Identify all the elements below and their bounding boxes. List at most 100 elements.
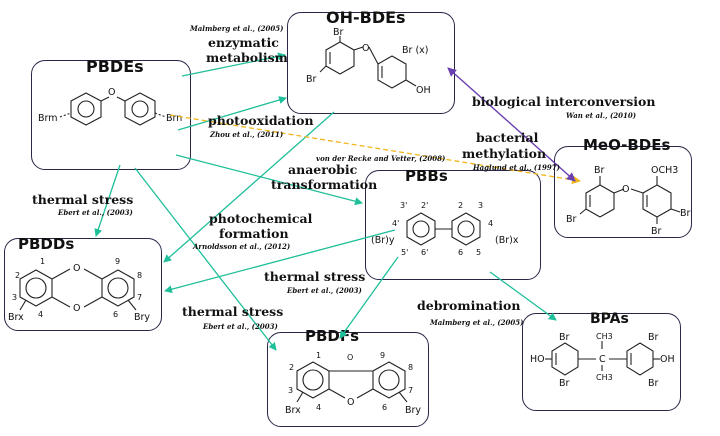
arrow-ohbdes-meobdes-interconversion	[447, 67, 576, 182]
pbdd-bry: Bry	[134, 312, 150, 323]
arrow-pbbs-to-pbdds	[164, 229, 396, 294]
citation-malmberg-2005-b: Malmberg et al., (2005)	[430, 318, 524, 327]
oh-bde-br-bottom: Br	[306, 74, 317, 85]
pbb-brx: (Br)x	[495, 235, 519, 246]
bpa-br-tr: Br	[648, 332, 659, 343]
pbdf-pos-7: 7	[408, 386, 413, 395]
pbdf-pos-1: 1	[316, 351, 321, 360]
label-photooxidation: photooxidation	[208, 113, 314, 128]
oh-bdes-title: OH-BDEs	[326, 8, 406, 27]
pbdf-pos-2: 2	[289, 363, 294, 372]
label-methylation: methylation	[462, 146, 547, 161]
pbdes-title: PBDEs	[86, 57, 144, 76]
pbdf-bry: Bry	[405, 405, 421, 416]
pbde-brn: Brn	[166, 113, 182, 124]
pbdf-brx: Brx	[285, 405, 301, 416]
meo-bdes-title: MeO-BDEs	[583, 136, 671, 154]
pbdf-pos-6: 6	[382, 403, 387, 412]
citation-vonderrecke-2008: von der Recke and Vetter, (2008)	[316, 154, 446, 163]
pbdf-structure	[296, 361, 408, 403]
pbb-pos-2p: 2'	[421, 201, 428, 210]
bpa-ho: HO	[530, 354, 545, 365]
label-transformation: transformation	[271, 177, 378, 192]
pbb-pos-5: 5	[476, 248, 481, 257]
pbdd-structure	[19, 268, 137, 311]
pbdes-box	[31, 60, 191, 170]
bpa-br-bl: Br	[559, 378, 570, 389]
citation-arnoldsson-2012: Arnoldsson et al., (2012)	[193, 242, 291, 251]
label-biological-interconversion: biological interconversion	[472, 94, 656, 109]
pbb-bry: (Br)y	[371, 235, 395, 246]
label-thermal-stress-1: thermal stress	[32, 192, 134, 207]
pbdf-pos-9: 9	[380, 351, 385, 360]
pbb-pos-3: 3	[478, 201, 483, 210]
pbb-pos-4p: 4'	[392, 219, 399, 228]
meo-bde-structure	[579, 176, 681, 224]
arrow-pbbs-to-bpas	[489, 271, 557, 321]
pbb-pos-4: 4	[488, 219, 493, 228]
pbde-o: O	[108, 87, 115, 98]
meo-bde-br-bottom: Br	[651, 226, 662, 237]
oh-bde-structure	[319, 36, 417, 89]
pbdd-pos-8: 8	[137, 271, 142, 280]
pbbs-title: PBBs	[405, 167, 448, 185]
pbdf-pos-3: 3	[288, 386, 293, 395]
pbdd-pos-9: 9	[115, 257, 120, 266]
label-bacterial: bacterial	[476, 130, 539, 145]
label-thermal-stress-2: thermal stress	[264, 269, 366, 284]
bpas-box	[522, 313, 681, 411]
bpa-c: C	[599, 354, 606, 365]
pbdfs-box	[267, 332, 429, 427]
meo-bde-och3: OCH3	[651, 165, 678, 176]
pbde-brm: Brm	[38, 113, 58, 124]
pbb-structure	[406, 212, 481, 246]
pbdf-pos-8: 8	[408, 363, 413, 372]
pbdf-pos-4: 4	[316, 403, 321, 412]
citation-ebert-2003-c: Ebert et al., (2003)	[203, 322, 278, 331]
pbdd-pos-6: 6	[113, 310, 118, 319]
meo-bde-br-left: Br	[566, 214, 577, 225]
pbdd-pos-2: 2	[15, 271, 20, 280]
arrow-pbdes-to-pbdds	[94, 164, 121, 237]
arrow-pbdes-to-ohbdes-photo	[177, 96, 287, 131]
pbb-pos-2: 2	[458, 201, 463, 210]
label-thermal-stress-3: thermal stress	[182, 304, 284, 319]
pbde-structure	[59, 92, 167, 126]
pbdf-o-top: O	[347, 353, 353, 362]
citation-malmberg-2005-a: Malmberg et al., (2005)	[190, 24, 284, 33]
meo-bde-br-right: Br	[680, 208, 691, 219]
pbdds-title: PBDDs	[18, 235, 75, 253]
pbdd-o-top: O	[73, 263, 80, 274]
bpas-title: BPAs	[590, 311, 629, 327]
pbdd-pos-3: 3	[12, 293, 17, 302]
pbb-pos-6: 6	[458, 248, 463, 257]
pbdf-o: O	[347, 397, 354, 408]
label-photochemical: photochemical	[209, 211, 313, 226]
oh-bde-brx: Br (x)	[402, 45, 428, 56]
arrow-pbbs-to-pbdfs	[339, 256, 399, 339]
pbb-pos-5p: 5'	[401, 248, 408, 257]
pbdd-pos-4: 4	[38, 310, 43, 319]
position-numbers: 1 2 3 4 6 7 8 9 1 2 3 4 6 7 8 9 2' 3' 4'…	[12, 201, 493, 412]
arrow-pbdes-to-pbdfs	[134, 167, 277, 351]
pbdd-brx: Brx	[8, 312, 24, 323]
bpa-ch3-top: CH3	[596, 332, 613, 341]
oh-bde-oh: OH	[416, 85, 431, 96]
meo-bde-br-top: Br	[594, 165, 605, 176]
pbdds-box	[4, 238, 162, 331]
bpa-structure	[545, 341, 660, 376]
pbb-pos-6p: 6'	[421, 248, 428, 257]
pbdd-pos-1: 1	[40, 257, 45, 266]
citation-zhou-2011: Zhou et al., (2011)	[210, 130, 284, 139]
oh-bde-br-top: Br	[333, 27, 344, 38]
meo-bde-o: O	[622, 184, 629, 195]
bpa-oh: OH	[660, 354, 675, 365]
label-formation: formation	[219, 226, 289, 241]
label-anaerobic: anaerobic	[288, 162, 358, 177]
arrow-pbdes-to-ohbdes	[181, 52, 286, 77]
bpa-br-br: Br	[648, 378, 659, 389]
bpa-br-tl: Br	[559, 332, 570, 343]
